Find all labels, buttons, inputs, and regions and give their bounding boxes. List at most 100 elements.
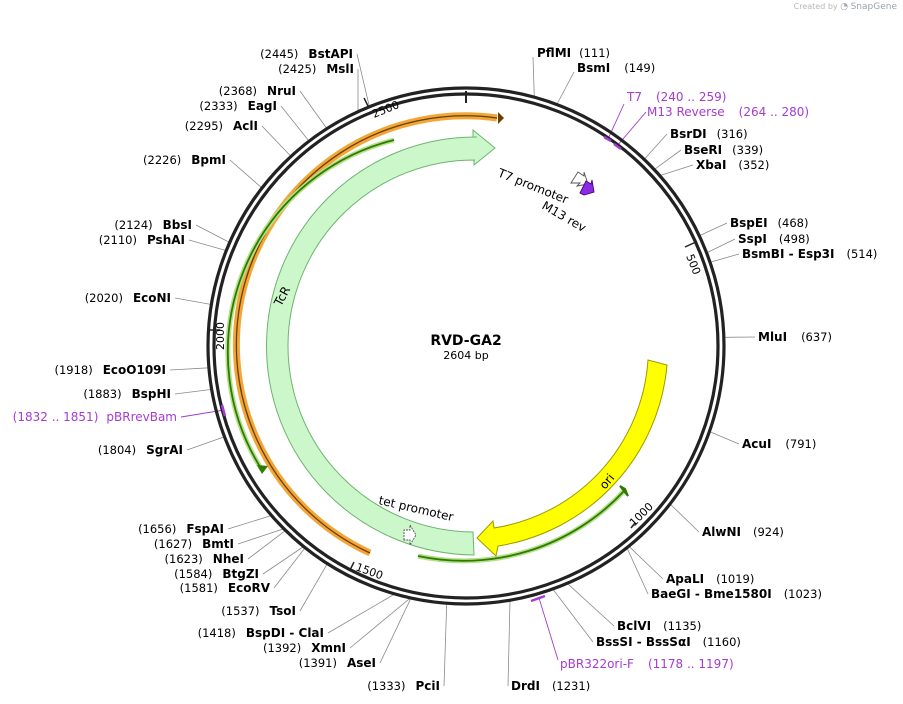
site-label-bclvi: BclVI(1135) [617, 619, 701, 633]
site-leader-line [327, 593, 395, 634]
site-leader-line [654, 149, 682, 170]
feature-layer [220, 112, 668, 603]
site-leader-line [237, 528, 284, 545]
site-leader-line [626, 547, 649, 595]
site-label-alwni: AlwNI(924) [702, 525, 784, 539]
site-leader-line [195, 224, 230, 243]
site-label-pflmi: PflMI(111) [537, 46, 610, 60]
site-leader-line [659, 164, 694, 176]
green-arc-left-arrowhead [257, 465, 268, 474]
site-label-xmni: (1392)XmnI [263, 641, 346, 655]
site-leader-line [174, 297, 212, 305]
site-leader-line [628, 545, 664, 580]
site-label-bmti: (1627)BmtI [154, 537, 234, 551]
site-leader-line [709, 431, 740, 445]
site-label-nrui: (2368)NruI [219, 84, 296, 98]
site-label-drdi: DrdI(1231) [511, 679, 590, 693]
t7-promoter-label: T7 promoter [495, 165, 570, 206]
m13-rev-marker [579, 179, 595, 196]
backbone-outer [206, 86, 726, 606]
site-leader-line [556, 71, 575, 105]
site-leader-line [262, 546, 304, 575]
site-leader-line [174, 389, 212, 395]
snapgene-logo: ◔ [840, 2, 849, 12]
tcr-arrow [266, 128, 496, 556]
site-label-bseri: BseRI(339) [684, 143, 763, 157]
site-leader-line [186, 436, 225, 451]
site-leader-line [443, 603, 448, 687]
tick-mark-500 [684, 241, 697, 248]
primer-pbrrevbam-tick [220, 404, 227, 417]
site-label-pshai: (2110)PshAI [99, 233, 185, 247]
primer-label-pbr322ori: pBR322ori-F(1178 .. 1197) [560, 657, 734, 671]
site-label-xbai: XbaI(352) [696, 158, 769, 172]
tick-mark-1000 [630, 522, 636, 529]
site-leader-line [188, 239, 227, 251]
site-leader-line [280, 105, 310, 142]
created-by-text: Created by [793, 2, 838, 11]
site-leader-line [356, 53, 370, 107]
site-label-fspai: (1656)FspAI [138, 522, 224, 536]
site-leader-line [379, 597, 412, 664]
site-label-eagi: (2333)EagI [199, 99, 277, 113]
tick-label-2000: 2000 [214, 322, 227, 350]
site-leader-line [247, 530, 286, 560]
site-label-bsmbi: BsmBI - Esp3I(514) [742, 247, 877, 261]
green-arc-left [226, 139, 395, 471]
green-arc-bottom-arrowhead [619, 485, 629, 497]
orange-feature-arc [235, 115, 498, 554]
site-leader-line [532, 56, 535, 98]
site-label-baegi: BaeGI - Bme1580I(1023) [651, 587, 822, 601]
site-label-ecoo109i: (1918)EcoO109I [54, 363, 166, 377]
site-labels: PflMI(111) BsmI(149) BsrDI(316) BseRI(33… [13, 46, 878, 693]
site-label-bspdi: (1418)BspDI - ClaI [198, 626, 324, 640]
site-leader-line [706, 238, 736, 254]
green-arc-bottom [417, 490, 625, 562]
site-label-sgrai: (1804)SgrAI [98, 443, 183, 457]
site-leader-line [566, 583, 615, 627]
site-leader-line [643, 133, 668, 160]
site-label-apali: ApaLI(1019) [666, 572, 754, 586]
leader-lines [169, 53, 756, 687]
site-label-bsmi: BsmI(149) [577, 61, 655, 75]
site-label-asei: (1391)AseI [299, 656, 376, 670]
site-label-acli: (2295)AclI [185, 119, 258, 133]
site-label-bpmi: (2226)BpmI [143, 153, 226, 167]
site-label-bsssi: BssSI - BssSαI(1160) [596, 635, 741, 649]
site-leader-line [709, 253, 740, 263]
primer-leader-line [538, 597, 559, 661]
site-label-msli: (2425)MslI [278, 62, 354, 76]
site-leader-line [261, 125, 292, 157]
site-label-sspi: SspI(498) [738, 232, 810, 246]
primer-label-t7: T7(240 .. 259) [626, 90, 726, 104]
tet-promoter-marker [403, 523, 417, 547]
site-leader-line [299, 563, 328, 612]
site-leader-line [227, 515, 272, 530]
site-label-acui: AcuI(791) [742, 437, 816, 451]
site-label-bstapi: (2445)BstAPI [260, 47, 353, 61]
site-label-btgzi: (1584)BtgZI [174, 567, 259, 581]
plasmid-length: 2604 bp [443, 349, 488, 362]
primer-m13-tick [613, 142, 622, 151]
primer-label-pbrrevbam: (1832 .. 1851)pBRrevBam [13, 410, 177, 424]
site-leader-line [699, 222, 728, 237]
site-label-bsrdi: BsrDI(316) [670, 127, 748, 141]
site-label-tsoi: (1537)TsoI [221, 604, 296, 618]
site-label-econi: (2020)EcoNI [85, 291, 171, 305]
site-leader-line [552, 588, 594, 643]
site-label-ecorv: (1581)EcoRV [180, 581, 271, 595]
site-label-bsphi: (1883)BspHI [83, 387, 171, 401]
site-label-bbsi: (2124)BbsI [114, 218, 192, 232]
site-leader-line [169, 367, 209, 371]
primer-t7-tick [603, 135, 612, 143]
site-leader-line [273, 547, 306, 589]
site-label-pcii: (1333)PciI [367, 679, 440, 693]
snapgene-branding: Created by ◔ SnapGene [794, 2, 897, 12]
tick-label-2500: 2500 [370, 98, 401, 121]
site-leader-line [349, 597, 411, 649]
site-leader-line [507, 600, 511, 687]
primer-pbr322ori-tick [530, 594, 546, 603]
orange-arrowhead [498, 112, 504, 124]
plasmid-name: RVD-GA2 [430, 333, 501, 349]
